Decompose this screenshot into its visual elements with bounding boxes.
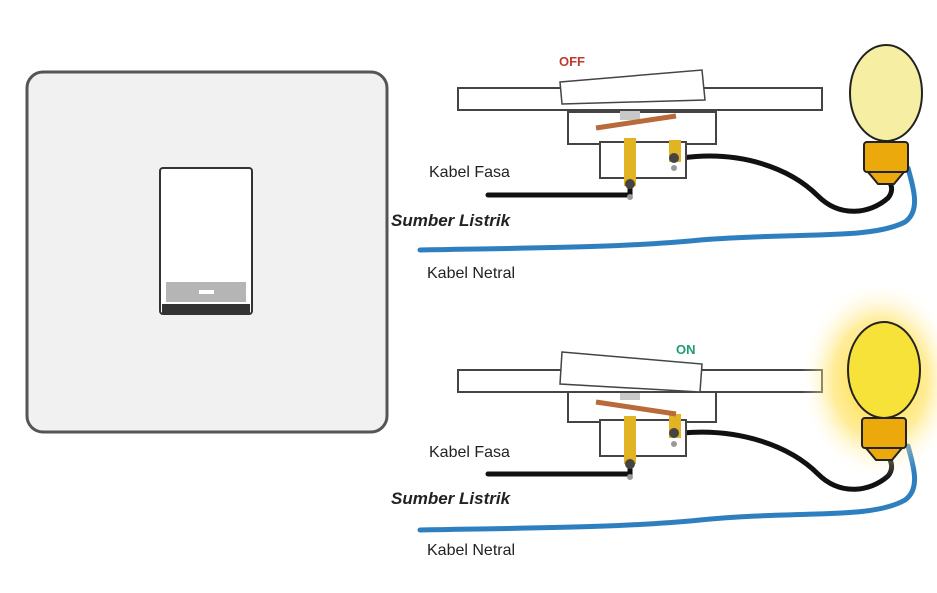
power-source-label-top: Sumber Listrik bbox=[391, 211, 511, 230]
neutral-cable-label-bottom: Kabel Netral bbox=[427, 542, 516, 559]
off-state-label: OFF bbox=[559, 54, 585, 69]
neutral-cable-label-top: Kabel Netral bbox=[427, 265, 516, 282]
neutral-wire-top bbox=[417, 165, 918, 253]
neutral-wire-bottom bbox=[417, 443, 918, 533]
phase-cable-label-top: Kabel Fasa bbox=[429, 164, 510, 181]
power-source-label-bottom: Sumber Listrik bbox=[391, 489, 511, 508]
phase-cable-label-bottom: Kabel Fasa bbox=[429, 444, 510, 461]
on-state-label: ON bbox=[676, 342, 696, 357]
load-wire-top bbox=[679, 153, 895, 214]
switch-rocker bbox=[159, 167, 253, 315]
